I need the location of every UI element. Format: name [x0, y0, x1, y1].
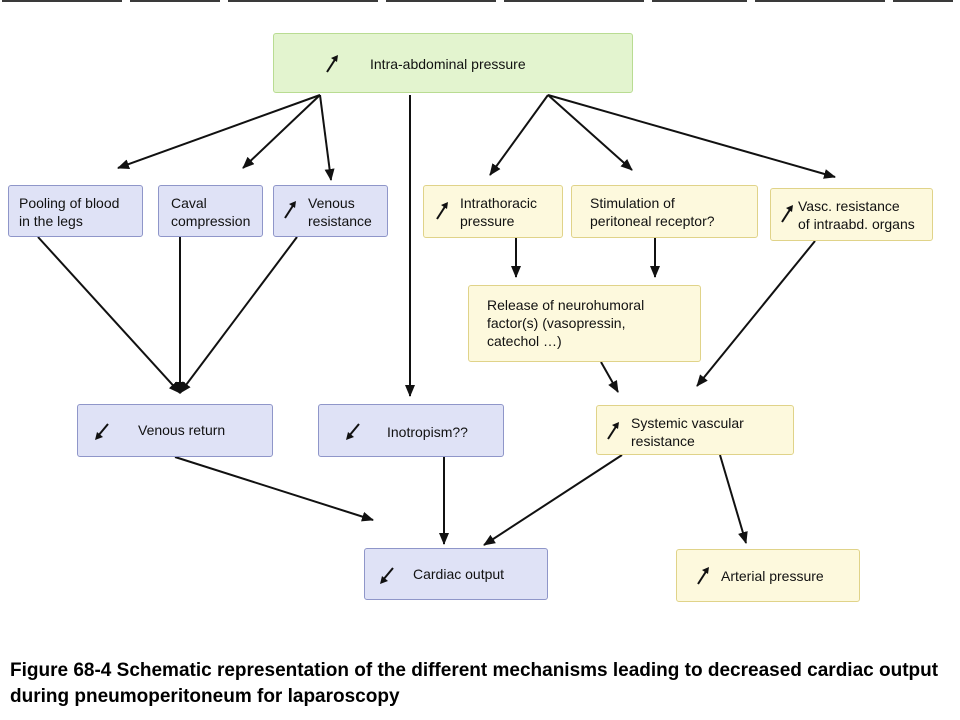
arrow-up-icon	[284, 201, 296, 219]
edge-iap-to-pooling	[117, 94, 321, 169]
node-label: Inotropism??	[387, 424, 468, 440]
node-label: Release of neurohumoral factor(s) (vasop…	[487, 297, 645, 349]
node-caval-compression: Caval compression	[158, 185, 263, 237]
node-peritoneal-receptor: Stimulation of peritoneal receptor?	[571, 185, 758, 238]
node-intrathoracic-pressure: Intrathoracic pressure	[423, 185, 563, 238]
node-neurohumoral-factors: Release of neurohumoral factor(s) (vasop…	[468, 285, 701, 362]
cropped-text-strip	[2, 0, 953, 2]
node-intra-abdominal-pressure: Intra-abdominal pressure	[273, 33, 633, 93]
node-venous-resistance: Venous resistance	[273, 185, 388, 237]
edge-venous-return-to-cardiac-output	[174, 456, 374, 522]
edge-iap-to-vasc-resistance	[547, 94, 836, 179]
edge-venous-resistance-to-venous-return	[179, 236, 298, 394]
node-label: Vasc. resistance of intraabd. organs	[798, 198, 915, 232]
edge-iap-to-caval	[242, 94, 321, 169]
arrow-down-icon	[95, 423, 109, 440]
arrow-up-icon	[436, 202, 448, 220]
node-label: Venous resistance	[308, 195, 372, 229]
node-label: Pooling of blood in the legs	[19, 195, 120, 229]
node-systemic-vascular-resistance: Systemic vascular resistance	[596, 405, 794, 455]
node-label: Cardiac output	[413, 566, 505, 582]
edge-iap-to-peritoneal	[547, 94, 633, 171]
edge-svr-to-arterial-pressure	[719, 454, 748, 544]
node-cardiac-output: Cardiac output	[364, 548, 548, 600]
edge-neurohumoral-to-svr	[600, 361, 619, 393]
figure-caption: Figure 68-4 Schematic representation of …	[10, 660, 939, 707]
edge-pooling-to-venous-return	[37, 236, 181, 394]
arrow-up-icon	[697, 567, 709, 585]
edge-iap-to-venous-resistance	[319, 94, 335, 181]
node-pooling-of-blood: Pooling of blood in the legs	[8, 185, 143, 237]
edge-svr-to-cardiac-output	[483, 454, 623, 546]
node-label: Intra-abdominal pressure	[370, 56, 526, 72]
arrow-down-icon	[346, 423, 360, 440]
node-label: Stimulation of peritoneal receptor?	[590, 195, 715, 229]
node-label: Caval compression	[171, 195, 251, 229]
node-label: Venous return	[138, 422, 226, 438]
node-vasc-resistance-intraabd: Vasc. resistance of intraabd. organs	[770, 188, 933, 241]
node-arterial-pressure: Arterial pressure	[676, 549, 860, 602]
node-label: Arterial pressure	[721, 568, 824, 584]
node-label: Intrathoracic pressure	[460, 195, 538, 229]
arrow-up-icon	[326, 55, 338, 73]
edge-vasc-resistance-to-svr	[696, 240, 816, 387]
node-inotropism: Inotropism??	[318, 404, 504, 457]
arrow-up-icon	[781, 205, 793, 223]
node-venous-return: Venous return	[77, 404, 273, 457]
arrow-up-icon	[607, 422, 619, 440]
edge-iap-to-intrathoracic	[489, 94, 549, 176]
node-label: Systemic vascular resistance	[631, 415, 744, 449]
arrow-down-icon	[380, 567, 394, 584]
